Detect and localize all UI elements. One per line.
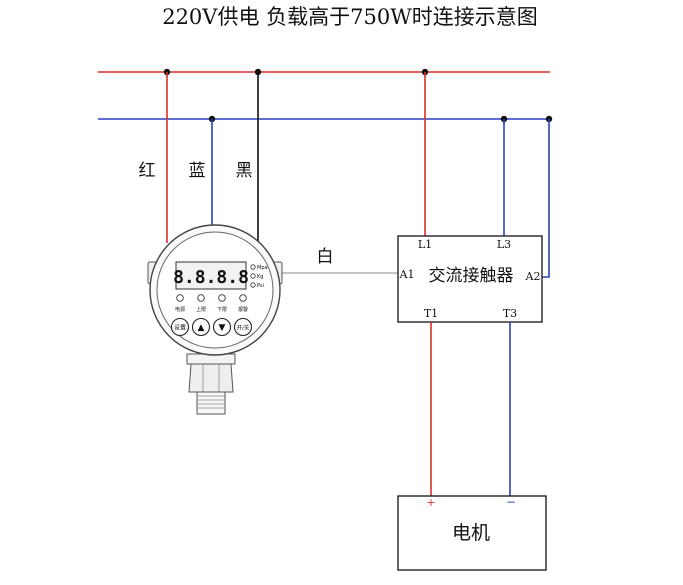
- led-label-lower: 下限: [217, 306, 227, 313]
- label-black-wire: 黑: [236, 161, 253, 181]
- unit-led-mpa: [250, 264, 256, 270]
- led-lower: [218, 294, 226, 302]
- contactor-terminal-t1: T1: [424, 307, 438, 320]
- a2-blue-wire: [542, 119, 550, 278]
- unit-label-mpa: Mpa: [257, 265, 268, 271]
- motor-plus-sign: +: [426, 496, 435, 509]
- unit-led-psi: [250, 282, 256, 288]
- gauge-hex-nut: [188, 363, 234, 393]
- gauge-display-digits: 8.8.8.8: [173, 267, 249, 288]
- led-upper: [197, 294, 205, 302]
- set-button-face[interactable]: [170, 317, 190, 337]
- led-label-upper: 上限: [196, 306, 206, 313]
- power-toggle-face[interactable]: [233, 317, 253, 337]
- motor-minus-sign: −: [506, 495, 516, 509]
- label-blue-wire: 蓝: [189, 161, 206, 181]
- up-button[interactable]: ▲: [191, 317, 211, 337]
- pressure-controller: 8.8.8.8 Mpa Kg Psi 电源 上限 下限 报警 设置 ▲ ▼: [147, 224, 283, 415]
- contactor-terminal-l3: L3: [497, 238, 511, 251]
- contactor-terminal-l1: L1: [418, 238, 432, 251]
- set-button-label: 设置: [174, 324, 186, 332]
- up-button-face[interactable]: [191, 317, 211, 337]
- motor-box: [397, 495, 547, 571]
- contactor-terminal-t3: T3: [503, 307, 517, 320]
- label-white-wire: 白: [317, 247, 334, 267]
- led-label-alarm: 报警: [238, 306, 248, 313]
- down-button-face[interactable]: [212, 317, 232, 337]
- diagram-title: 220V供电 负载高于750W时连接示意图: [162, 5, 538, 29]
- contactor-terminal-a1: A1: [399, 268, 415, 281]
- led-power: [176, 294, 184, 302]
- led-label-power: 电源: [175, 306, 185, 313]
- contactor-terminal-a2: A2: [525, 270, 541, 283]
- motor-name: 电机: [452, 522, 490, 544]
- contactor-box: [397, 235, 543, 323]
- set-button[interactable]: 设置: [170, 317, 190, 337]
- down-arrow-icon: ▼: [219, 323, 226, 333]
- down-button[interactable]: ▼: [212, 317, 232, 337]
- led-alarm: [239, 294, 247, 302]
- unit-label-kg: Kg: [257, 274, 263, 280]
- up-arrow-icon: ▲: [198, 323, 205, 333]
- label-red-wire: 红: [139, 161, 156, 181]
- gauge-display: [175, 261, 247, 290]
- power-toggle-label: 开/关: [237, 324, 250, 332]
- power-toggle-button[interactable]: 开/关: [233, 317, 253, 337]
- contactor-name: 交流接触器: [429, 266, 514, 286]
- gauge-thread: [196, 391, 226, 415]
- unit-led-kg: [250, 273, 256, 279]
- unit-label-psi: Psi: [257, 283, 264, 289]
